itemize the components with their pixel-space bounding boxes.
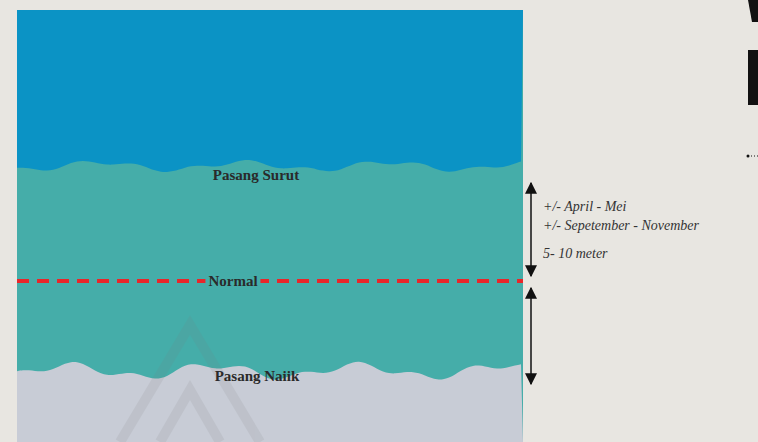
normal-level-line: [17, 279, 523, 283]
season-note: +/- Sepetember - November: [543, 218, 699, 234]
level-label: Normal: [205, 273, 260, 290]
level-label: Pasang Surut: [213, 167, 299, 184]
edge-figure: [748, 0, 758, 22]
range-arrow: [530, 288, 532, 384]
water-band: [17, 10, 523, 442]
edge-figure: [748, 50, 758, 105]
edge-dot: [747, 155, 750, 158]
range-arrow: [530, 183, 532, 276]
ground-band: [17, 362, 523, 442]
range-note: 5- 10 meter: [543, 246, 608, 262]
sky-band: [17, 10, 523, 172]
season-note: +/- April - Mei: [543, 199, 626, 215]
level-label: Pasang Naiik: [215, 368, 300, 385]
